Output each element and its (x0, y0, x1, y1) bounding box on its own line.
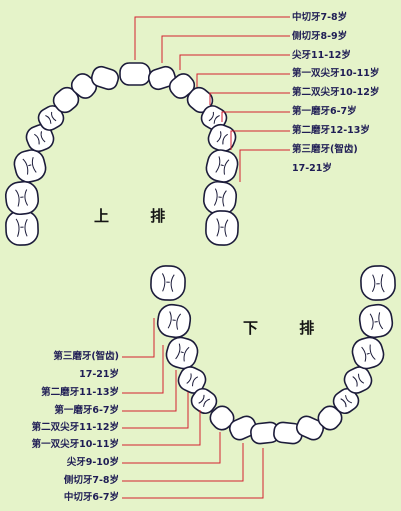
upper-leader-line (161, 35, 290, 63)
lower-label-second-molar: 第二磨牙11-13岁 (41, 387, 119, 398)
upper-tooth (205, 149, 239, 183)
lower-leader-line (122, 318, 155, 358)
lower-leader-line (122, 448, 264, 499)
lower-leader-lines (122, 318, 264, 499)
lower-teeth (150, 265, 396, 445)
upper-label-second-premolar: 第二双尖牙10-12岁 (292, 87, 380, 98)
lower-jaw-title: 下 排 (243, 319, 333, 337)
lower-tooth (351, 336, 385, 370)
lower-tooth (150, 265, 186, 301)
upper-tooth (205, 210, 239, 246)
upper-label-first-premolar: 第一双尖牙10-11岁 (292, 68, 380, 79)
upper-tooth (5, 210, 39, 246)
upper-tooth (70, 73, 98, 99)
lower-tooth (156, 303, 192, 339)
lower-tooth (295, 415, 325, 441)
upper-tooth (119, 62, 151, 86)
lower-tooth (177, 366, 207, 394)
upper-leader-line (209, 92, 290, 105)
lower-leader-line (122, 410, 201, 446)
upper-tooth (147, 65, 177, 91)
upper-leader-line (179, 54, 290, 70)
lower-leader-line (122, 392, 189, 429)
upper-label-central-incisor: 中切牙7-8岁 (292, 12, 348, 23)
lower-label-central-incisor: 中切牙6-7岁 (63, 492, 119, 503)
lower-tooth (358, 303, 394, 339)
upper-teeth (4, 62, 239, 246)
lower-tooth (360, 265, 396, 301)
upper-jaw-title: 上 排 (94, 207, 184, 225)
lower-label-lateral-incisor: 侧切牙7-8岁 (63, 475, 119, 486)
lower-label-third-molar-age: 17-21岁 (79, 369, 119, 380)
upper-tooth (90, 65, 120, 91)
upper-leader-line (196, 73, 290, 87)
lower-label-canine: 尖牙9-10岁 (66, 457, 119, 468)
upper-tooth (202, 180, 238, 216)
upper-leader-line (134, 16, 290, 60)
upper-tooth (4, 180, 40, 216)
upper-leader-line (239, 149, 290, 182)
lower-label-first-premolar: 第一双尖牙10-11岁 (31, 439, 119, 450)
upper-label-third-molar-age: 17-21岁 (292, 163, 332, 174)
upper-leader-lines (134, 16, 290, 182)
lower-label-first-molar: 第一磨牙6-7岁 (54, 405, 119, 416)
upper-label-canine: 尖牙11-12岁 (292, 50, 351, 61)
upper-label-lateral-incisor: 侧切牙8-9岁 (292, 31, 348, 42)
upper-label-third-molar: 第三磨牙(智齿) (292, 144, 358, 155)
lower-tooth (165, 336, 199, 370)
upper-leader-line (230, 130, 290, 150)
upper-tooth (25, 123, 55, 153)
lower-label-second-premolar: 第二双尖牙11-12岁 (31, 422, 119, 433)
lower-label-third-molar: 第三磨牙(智齿) (53, 351, 119, 362)
lower-leader-line (122, 443, 244, 482)
upper-leader-line (221, 111, 290, 122)
lower-tooth (190, 387, 218, 415)
lower-tooth (228, 415, 258, 441)
upper-label-second-molar: 第二磨牙12-13岁 (292, 125, 370, 136)
lower-tooth (332, 387, 360, 415)
lower-tooth (343, 366, 373, 394)
upper-tooth (13, 149, 47, 183)
lower-leader-line (122, 370, 177, 412)
lower-leader-line (122, 432, 221, 464)
upper-label-first-molar: 第一磨牙6-7岁 (292, 106, 357, 117)
lower-leader-line (122, 345, 164, 394)
